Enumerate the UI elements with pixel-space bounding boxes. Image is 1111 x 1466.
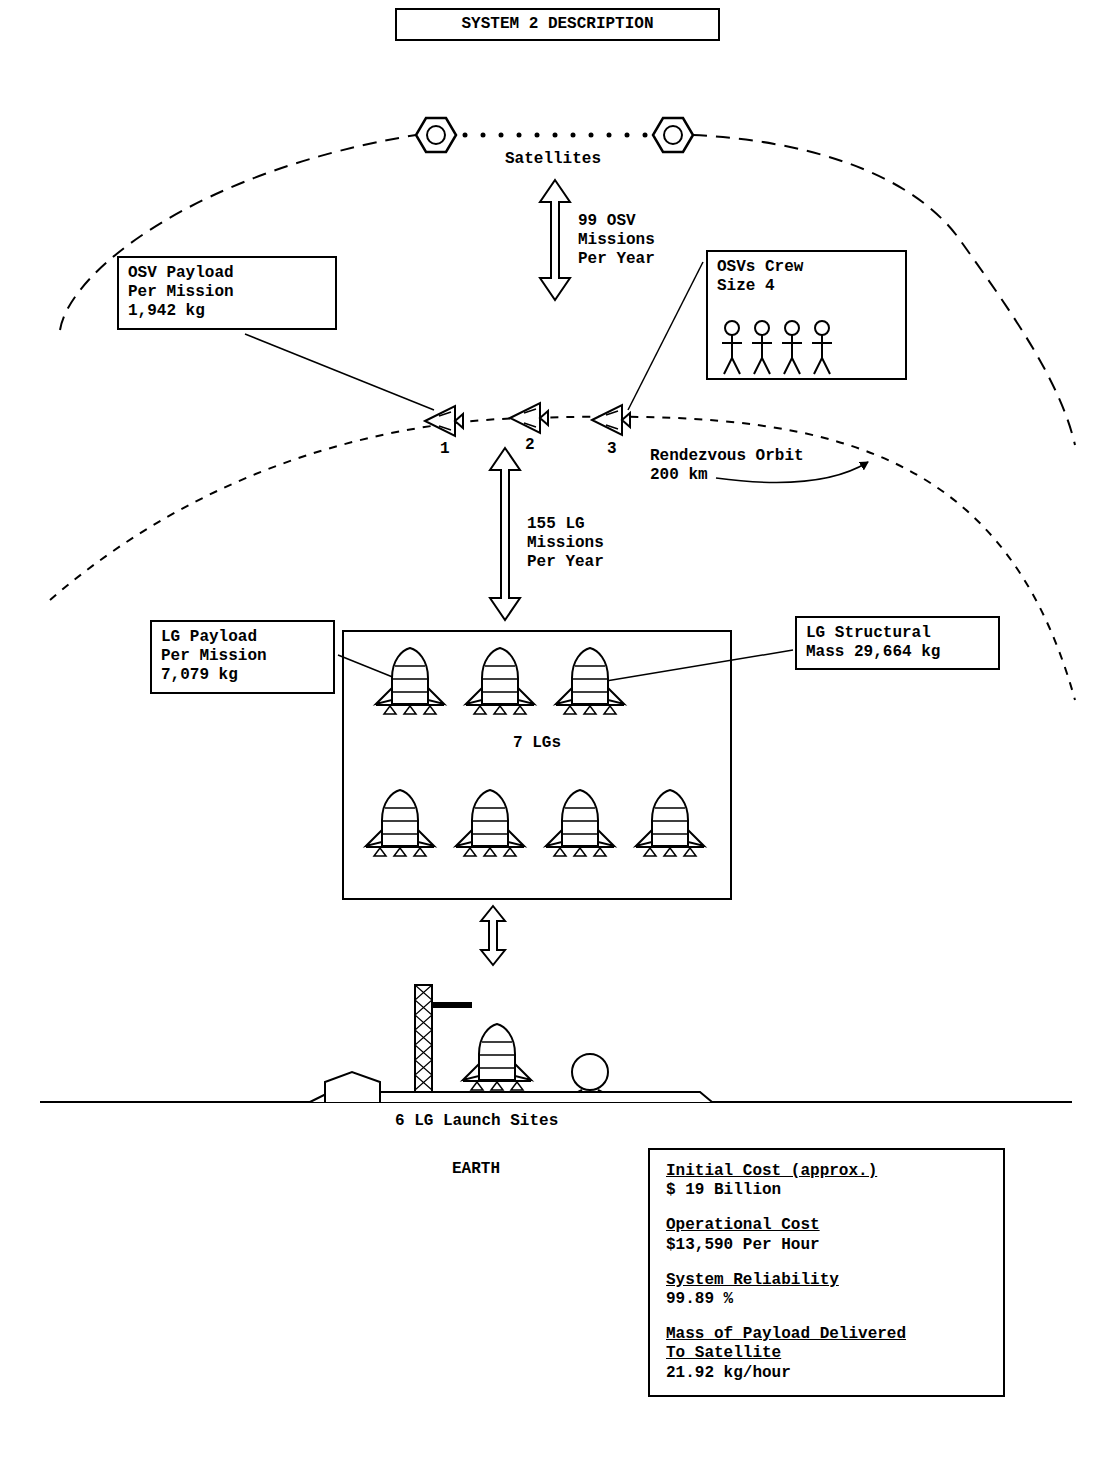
mission-rate-label: 99 OSV Missions Per Year — [578, 212, 664, 270]
box-text: System Reliability — [666, 1271, 987, 1290]
callout-number: 1 — [440, 440, 450, 459]
data-box: OSV Payload Per Mission1,942 kg — [117, 256, 337, 330]
box-heading: 7 LGs — [353, 734, 721, 753]
box-heading: LG Payload Per Mission — [161, 628, 276, 666]
satellite-label: Satellites — [505, 150, 601, 169]
diagram-title: SYSTEM 2 DESCRIPTION — [395, 8, 720, 41]
mission-rate-label: 155 LG Missions Per Year — [527, 515, 613, 573]
earth-label: EARTH — [452, 1160, 500, 1179]
data-box: LG Payload Per Mission7,079 kg — [150, 620, 335, 694]
box-text: $13,590 Per Hour — [666, 1236, 987, 1255]
site-label: 6 LG Launch Sites — [395, 1112, 558, 1131]
callout-number: 2 — [525, 436, 535, 455]
box-text: Operational Cost — [666, 1216, 987, 1235]
box-heading: Initial Cost (approx.) — [666, 1162, 987, 1181]
data-box: LG Structural Mass 29,664 kg — [795, 616, 1000, 670]
box-text: 7,079 kg — [161, 666, 324, 685]
box-text: 1,942 kg — [128, 302, 326, 321]
box-heading: OSVs Crew Size 4 — [717, 258, 813, 296]
summary-box: Initial Cost (approx.)$ 19 BillionOperat… — [648, 1148, 1005, 1397]
vehicle-group-box: 7 LGs — [342, 630, 732, 900]
box-text: 21.92 kg/hour — [666, 1364, 987, 1383]
box-text: 99.89 % — [666, 1290, 987, 1309]
box-heading: OSV Payload Per Mission — [128, 264, 243, 302]
box-text: $ 19 Billion — [666, 1181, 987, 1200]
callout-number: 3 — [607, 440, 617, 459]
orbit-label: Rendezvous Orbit 200 km — [650, 447, 813, 485]
crew-box: OSVs Crew Size 4 — [706, 250, 907, 380]
box-heading: LG Structural Mass 29,664 kg — [806, 624, 940, 662]
box-text: Mass of Payload Delivered To Satellite — [666, 1325, 916, 1363]
